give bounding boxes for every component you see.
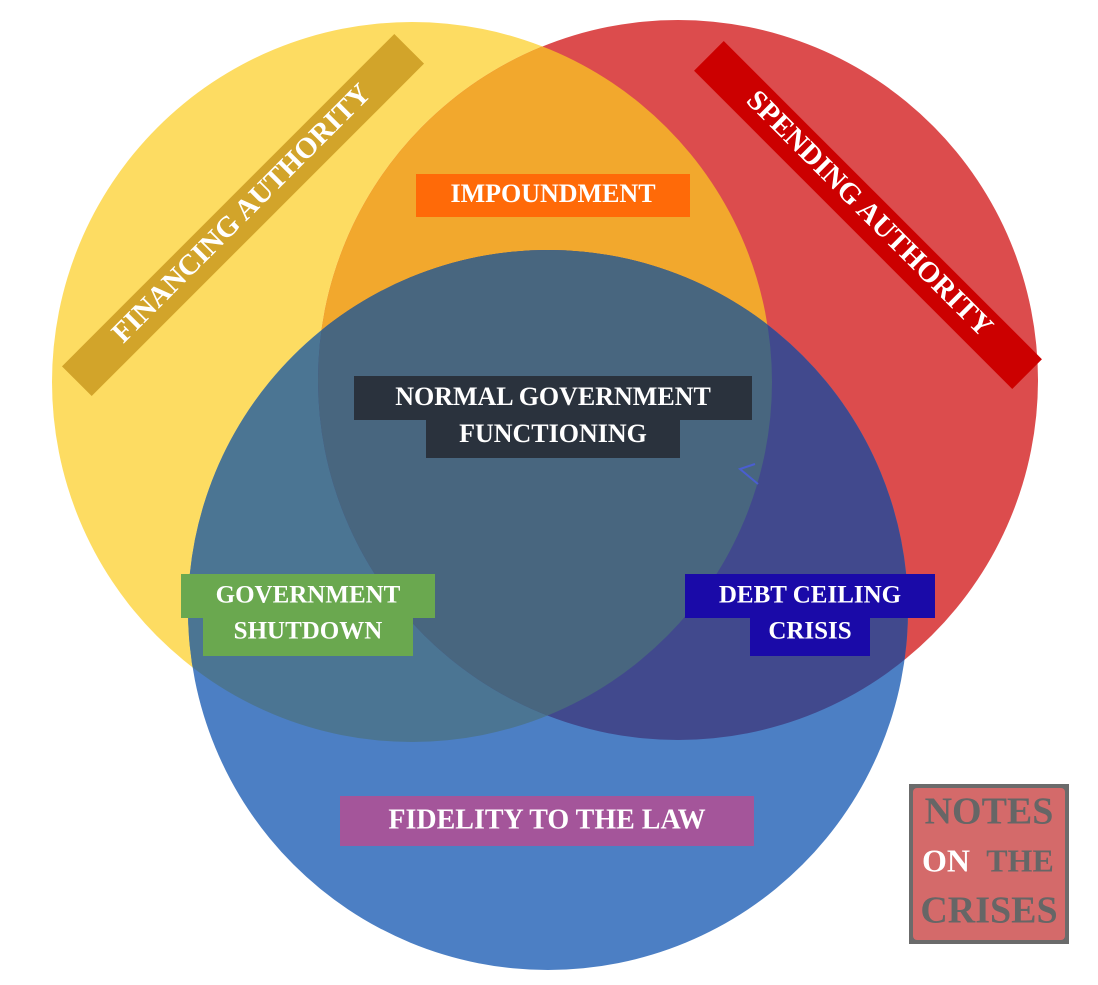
shutdown-line2: SHUTDOWN [234,618,383,645]
shutdown-label: GOVERNMENT SHUTDOWN [181,574,435,656]
normal-region [318,250,772,740]
logo-line2a: ON [922,842,970,878]
notes-on-the-crises-logo: NOTES ON THE CRISES [909,784,1069,944]
fidelity-text: FIDELITY TO THE LAW [388,804,705,835]
normal-line1: NORMAL GOVERNMENT [395,382,711,411]
logo-line3: CRISES [920,890,1057,932]
shutdown-line1: GOVERNMENT [216,582,401,609]
debt-ceiling-label: DEBT CEILING CRISIS [685,574,935,656]
logo-line1: NOTES [925,791,1054,833]
logo-line2b: THE [986,842,1054,878]
stray-mark [737,463,759,485]
debt-line1: DEBT CEILING [719,582,901,609]
fidelity-label: FIDELITY TO THE LAW [340,796,754,846]
debt-line2: CRISIS [768,618,851,645]
impoundment-text: IMPOUNDMENT [450,179,655,208]
normal-line2: FUNCTIONING [459,419,647,448]
impoundment-label: IMPOUNDMENT [416,174,690,217]
normal-label: NORMAL GOVERNMENT FUNCTIONING [354,376,752,458]
